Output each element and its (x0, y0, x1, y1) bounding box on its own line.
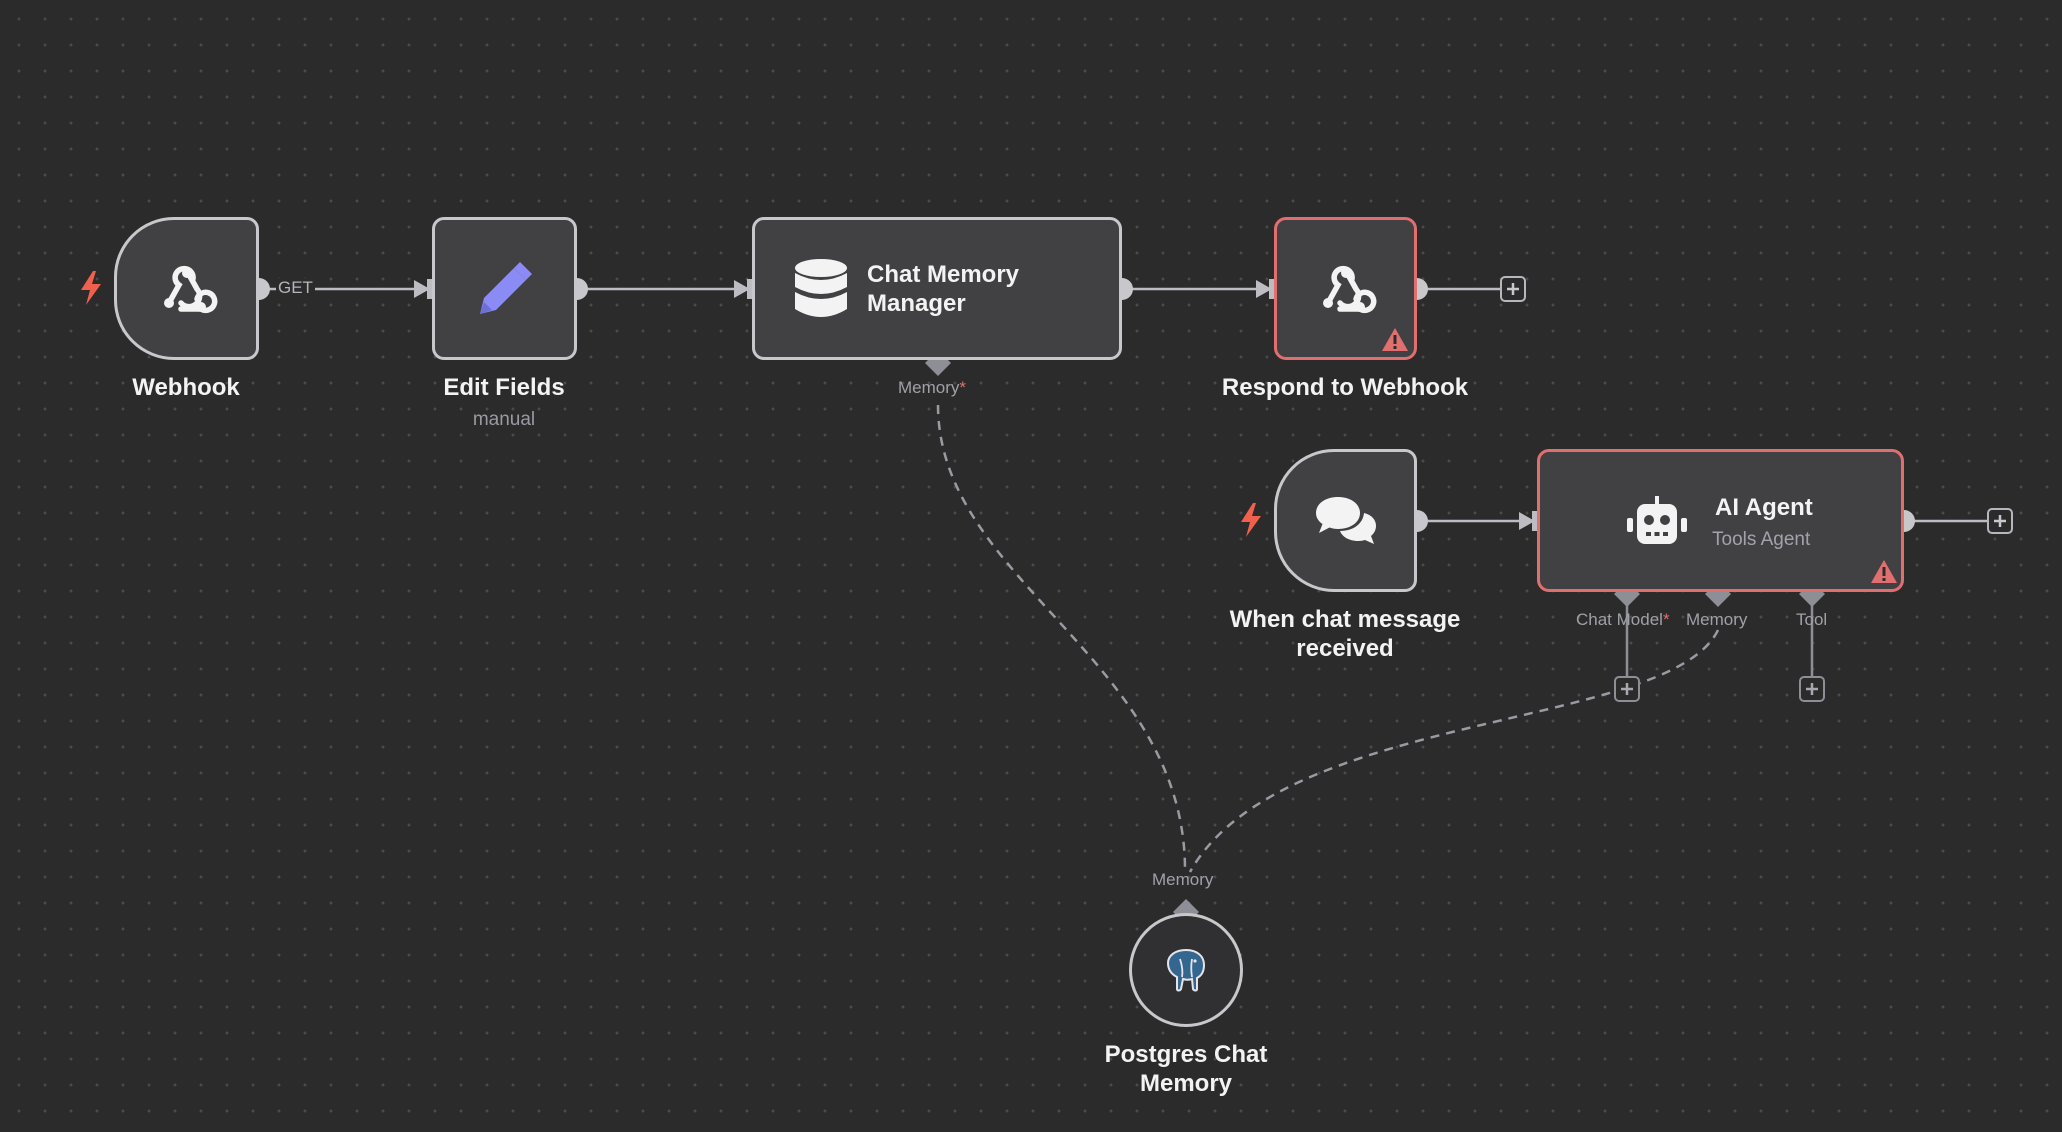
robot-icon (1625, 452, 1689, 589)
plus-icon (1994, 515, 2006, 527)
edit-fields-subtitle: manual (472, 409, 536, 430)
database-icon (785, 220, 857, 357)
webhook-title: Webhook (132, 374, 240, 401)
add-node-button[interactable] (1987, 508, 2013, 534)
edge-memory-to-manager (936, 404, 1187, 871)
warning-icon[interactable] (1870, 559, 1898, 589)
ai-agent-node[interactable]: AI Agent Tools Agent (1537, 449, 1904, 592)
chat-memory-manager-title: Chat Memory Manager (867, 261, 1020, 317)
ai-agent-memory-port-label: Memory (1686, 610, 1748, 629)
webhook-icon (117, 220, 256, 357)
webhook-node[interactable] (114, 217, 259, 360)
respond-to-webhook-node[interactable] (1274, 217, 1417, 360)
trigger-bolt-icon (78, 270, 104, 311)
ai-agent-title: AI Agent (1715, 494, 1813, 521)
plus-icon (1507, 283, 1519, 295)
edge-memory-to-agent (1188, 629, 1720, 873)
edge-label-method: GET (276, 278, 315, 298)
ai-agent-tool-port-label: Tool (1796, 610, 1828, 629)
postgres-chat-memory-node[interactable] (1129, 913, 1243, 1027)
trigger-bolt-icon (1238, 502, 1264, 543)
postgres-chat-memory-title: Postgres Chat Memory (1104, 1041, 1268, 1097)
edit-fields-title: Edit Fields (443, 374, 565, 401)
plus-icon (1806, 683, 1818, 695)
warning-icon[interactable] (1381, 327, 1409, 357)
ai-agent-chat-model-port-label: Chat Model* (1576, 610, 1670, 629)
edit-fields-node[interactable] (432, 217, 577, 360)
add-node-button[interactable] (1500, 276, 1526, 302)
postgres-elephant-icon (1132, 916, 1240, 1024)
chat-trigger-node[interactable] (1274, 449, 1417, 592)
plus-icon (1621, 683, 1633, 695)
chat-memory-manager-memory-port-label: Memory* (898, 378, 967, 397)
postgres-memory-port-label: Memory (1152, 870, 1214, 889)
chat-memory-manager-node[interactable]: Chat Memory Manager (752, 217, 1122, 360)
add-chat-model-button[interactable] (1614, 676, 1640, 702)
chat-bubbles-icon (1277, 452, 1414, 589)
webhook-icon (1277, 220, 1414, 357)
respond-to-webhook-title: Respond to Webhook (1221, 374, 1469, 401)
add-tool-button[interactable] (1799, 676, 1825, 702)
pencil-icon (435, 220, 574, 357)
ai-agent-subtitle: Tools Agent (1712, 529, 1811, 550)
chat-trigger-title: When chat message received (1229, 606, 1461, 662)
